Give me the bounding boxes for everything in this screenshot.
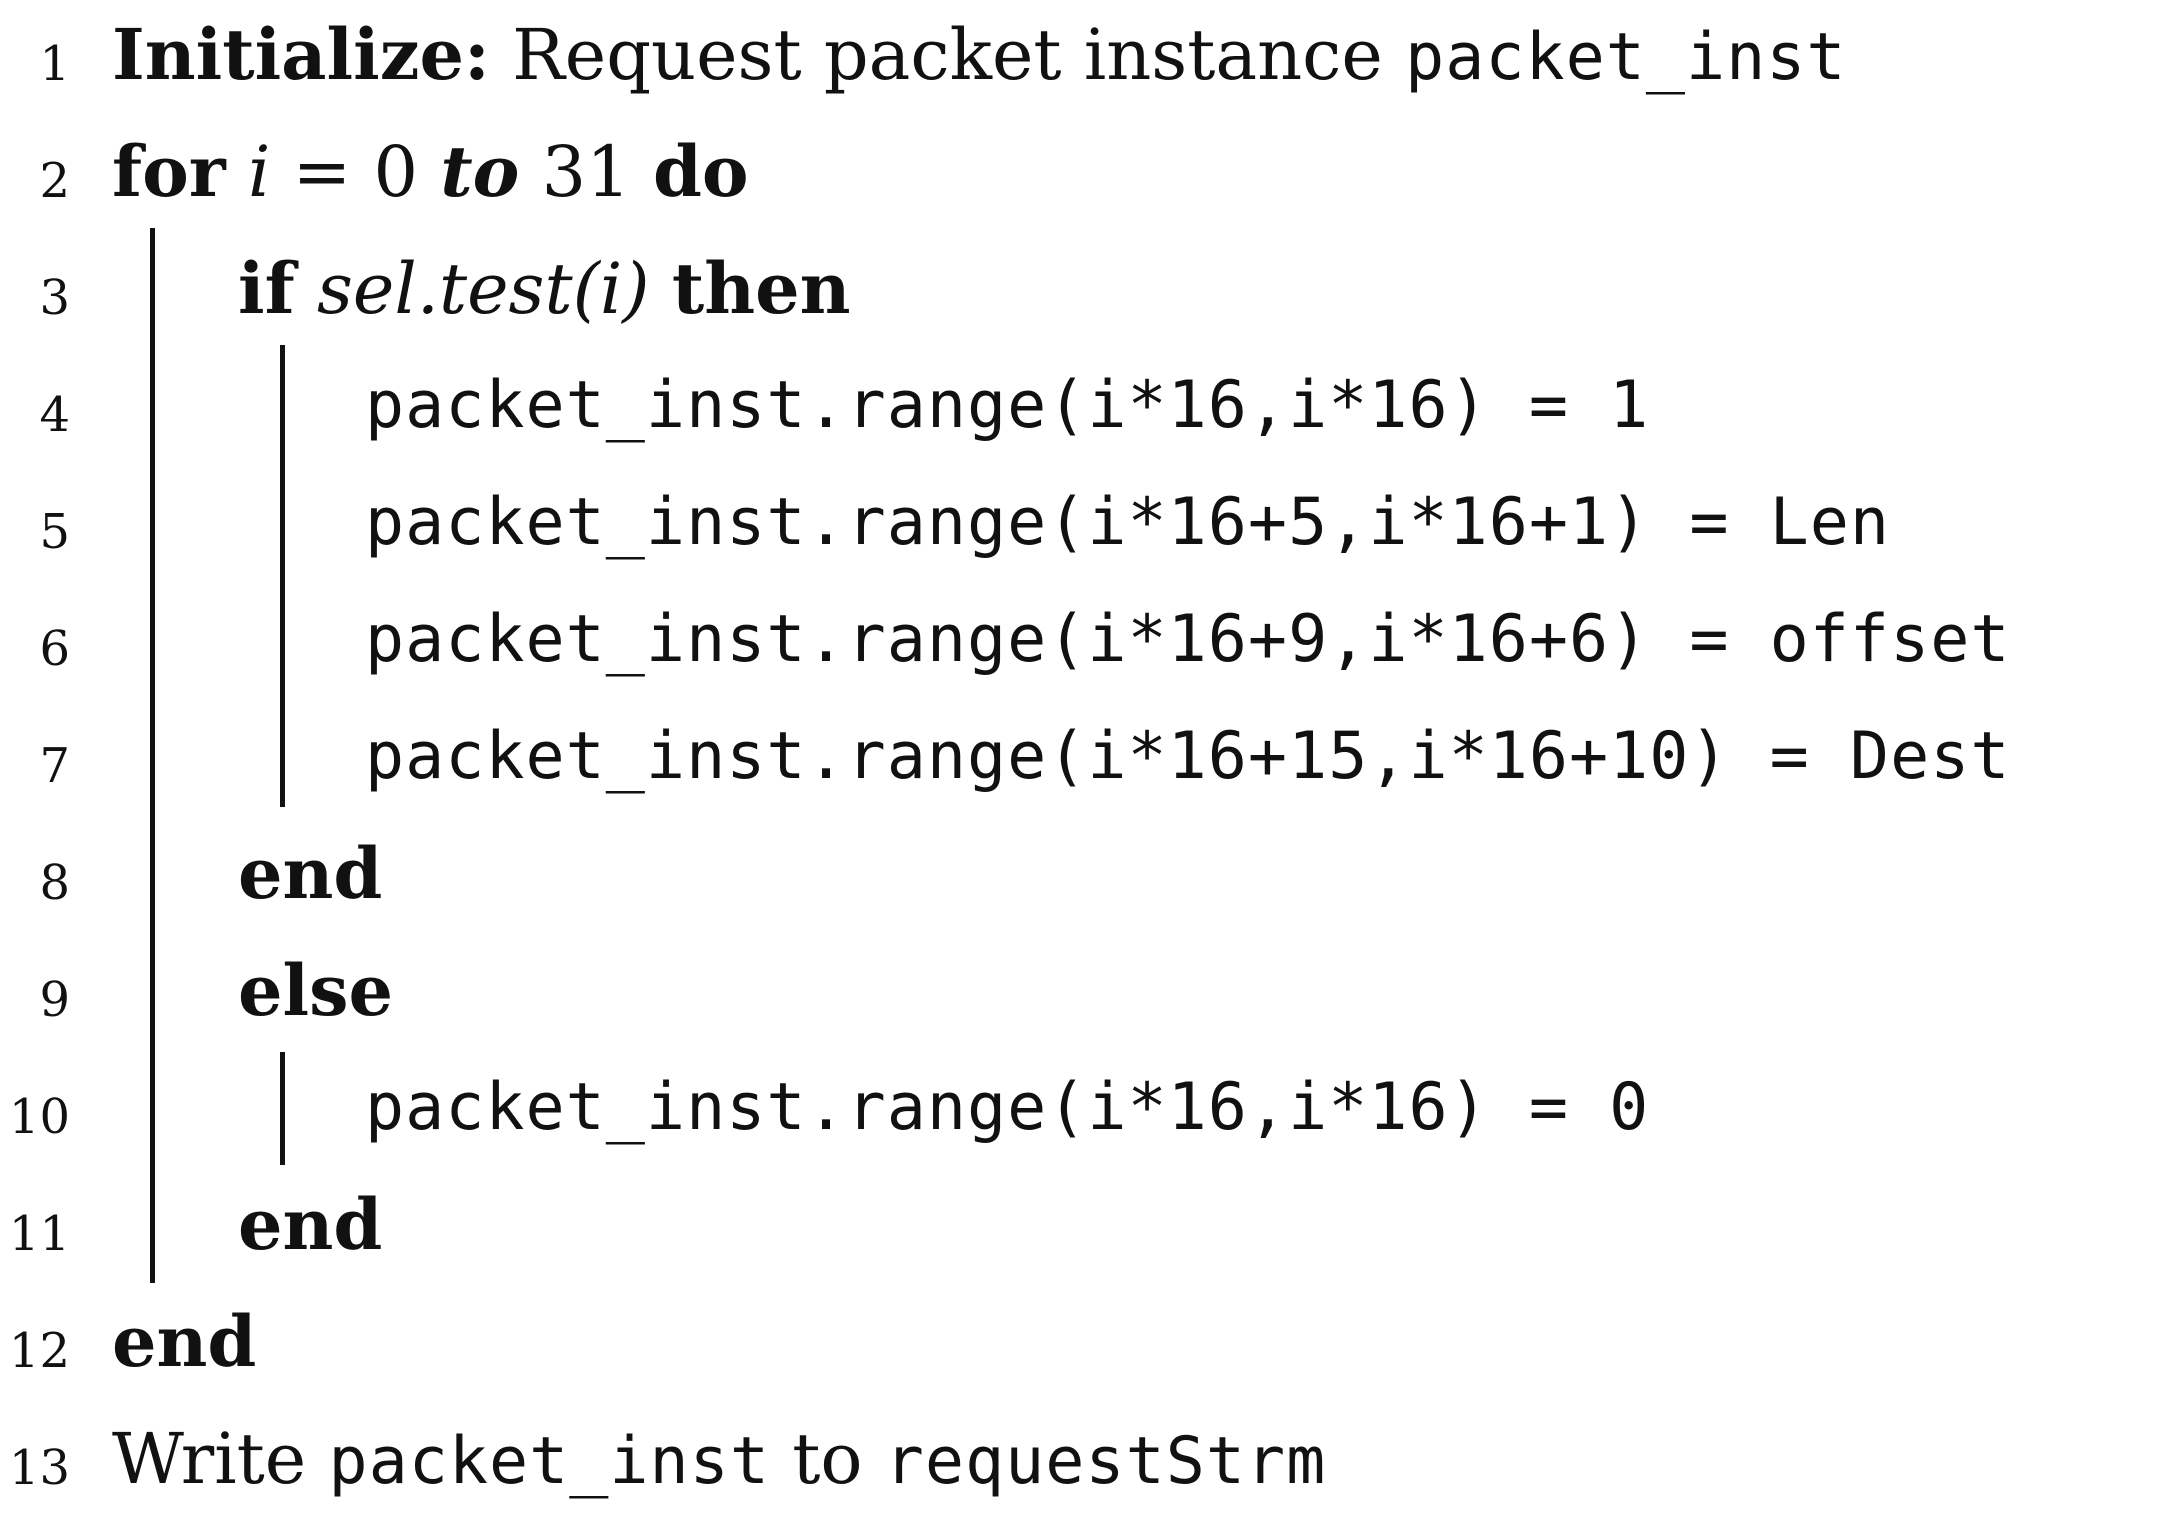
write-text: Write [112,1418,307,1500]
else-keyword: else [238,949,394,1032]
else-scope-bar [280,1052,285,1165]
if-keyword: if [238,247,295,330]
initialize-code: packet_inst [1405,20,1847,95]
line-number: 2 [39,153,70,209]
line-number: 12 [8,1323,70,1379]
write-target-code: requestStrm [884,1424,1327,1499]
code-statement: packet_inst.range(i*16+15,i*16+10) = Des… [365,719,2011,794]
loop-start: = 0 [292,131,419,213]
line-content: Initialize: Request packet instance pack… [112,0,1847,113]
if-then-scope-bar [280,345,285,807]
to-text: to [792,1418,863,1500]
code-statement: packet_inst.range(i*16,i*16) = 1 [365,368,1650,443]
line-content: for i = 0 to 31 do [112,117,749,227]
line-number: 9 [39,972,70,1028]
initialize-text: Request packet instance [512,14,1383,96]
line-content: if sel.test(i) then [238,234,851,344]
code-statement: packet_inst.range(i*16,i*16) = 0 [365,1070,1650,1145]
code-statement: packet_inst.range(i*16+5,i*16+1) = Len [365,485,1891,560]
line-number: 11 [8,1206,70,1262]
then-keyword: then [671,247,851,330]
end-keyword: end [238,1183,383,1266]
code-statement: packet_inst.range(i*16+9,i*16+6) = offse… [365,602,2011,677]
for-scope-bar [150,228,155,1283]
line-number: 6 [39,621,70,677]
line-number: 7 [39,738,70,794]
to-keyword: to [440,130,520,213]
line-content: Write packet_inst to requestStrm [112,1404,1326,1517]
for-keyword: for [112,130,226,213]
loop-variable: i [247,131,271,213]
line-number: 8 [39,855,70,911]
line-number: 4 [39,387,70,443]
line-number: 3 [39,270,70,326]
do-keyword: do [652,130,749,213]
if-condition: sel.test(i) [316,248,650,330]
end-keyword: end [238,832,383,915]
line-number: 1 [39,36,70,92]
line-number: 5 [39,504,70,560]
line-number: 10 [8,1089,70,1145]
end-keyword: end [112,1300,257,1383]
line-number: 13 [8,1440,70,1496]
initialize-keyword: Initialize: [112,13,490,96]
write-source-code: packet_inst [328,1424,770,1499]
loop-end: 31 [541,131,631,213]
